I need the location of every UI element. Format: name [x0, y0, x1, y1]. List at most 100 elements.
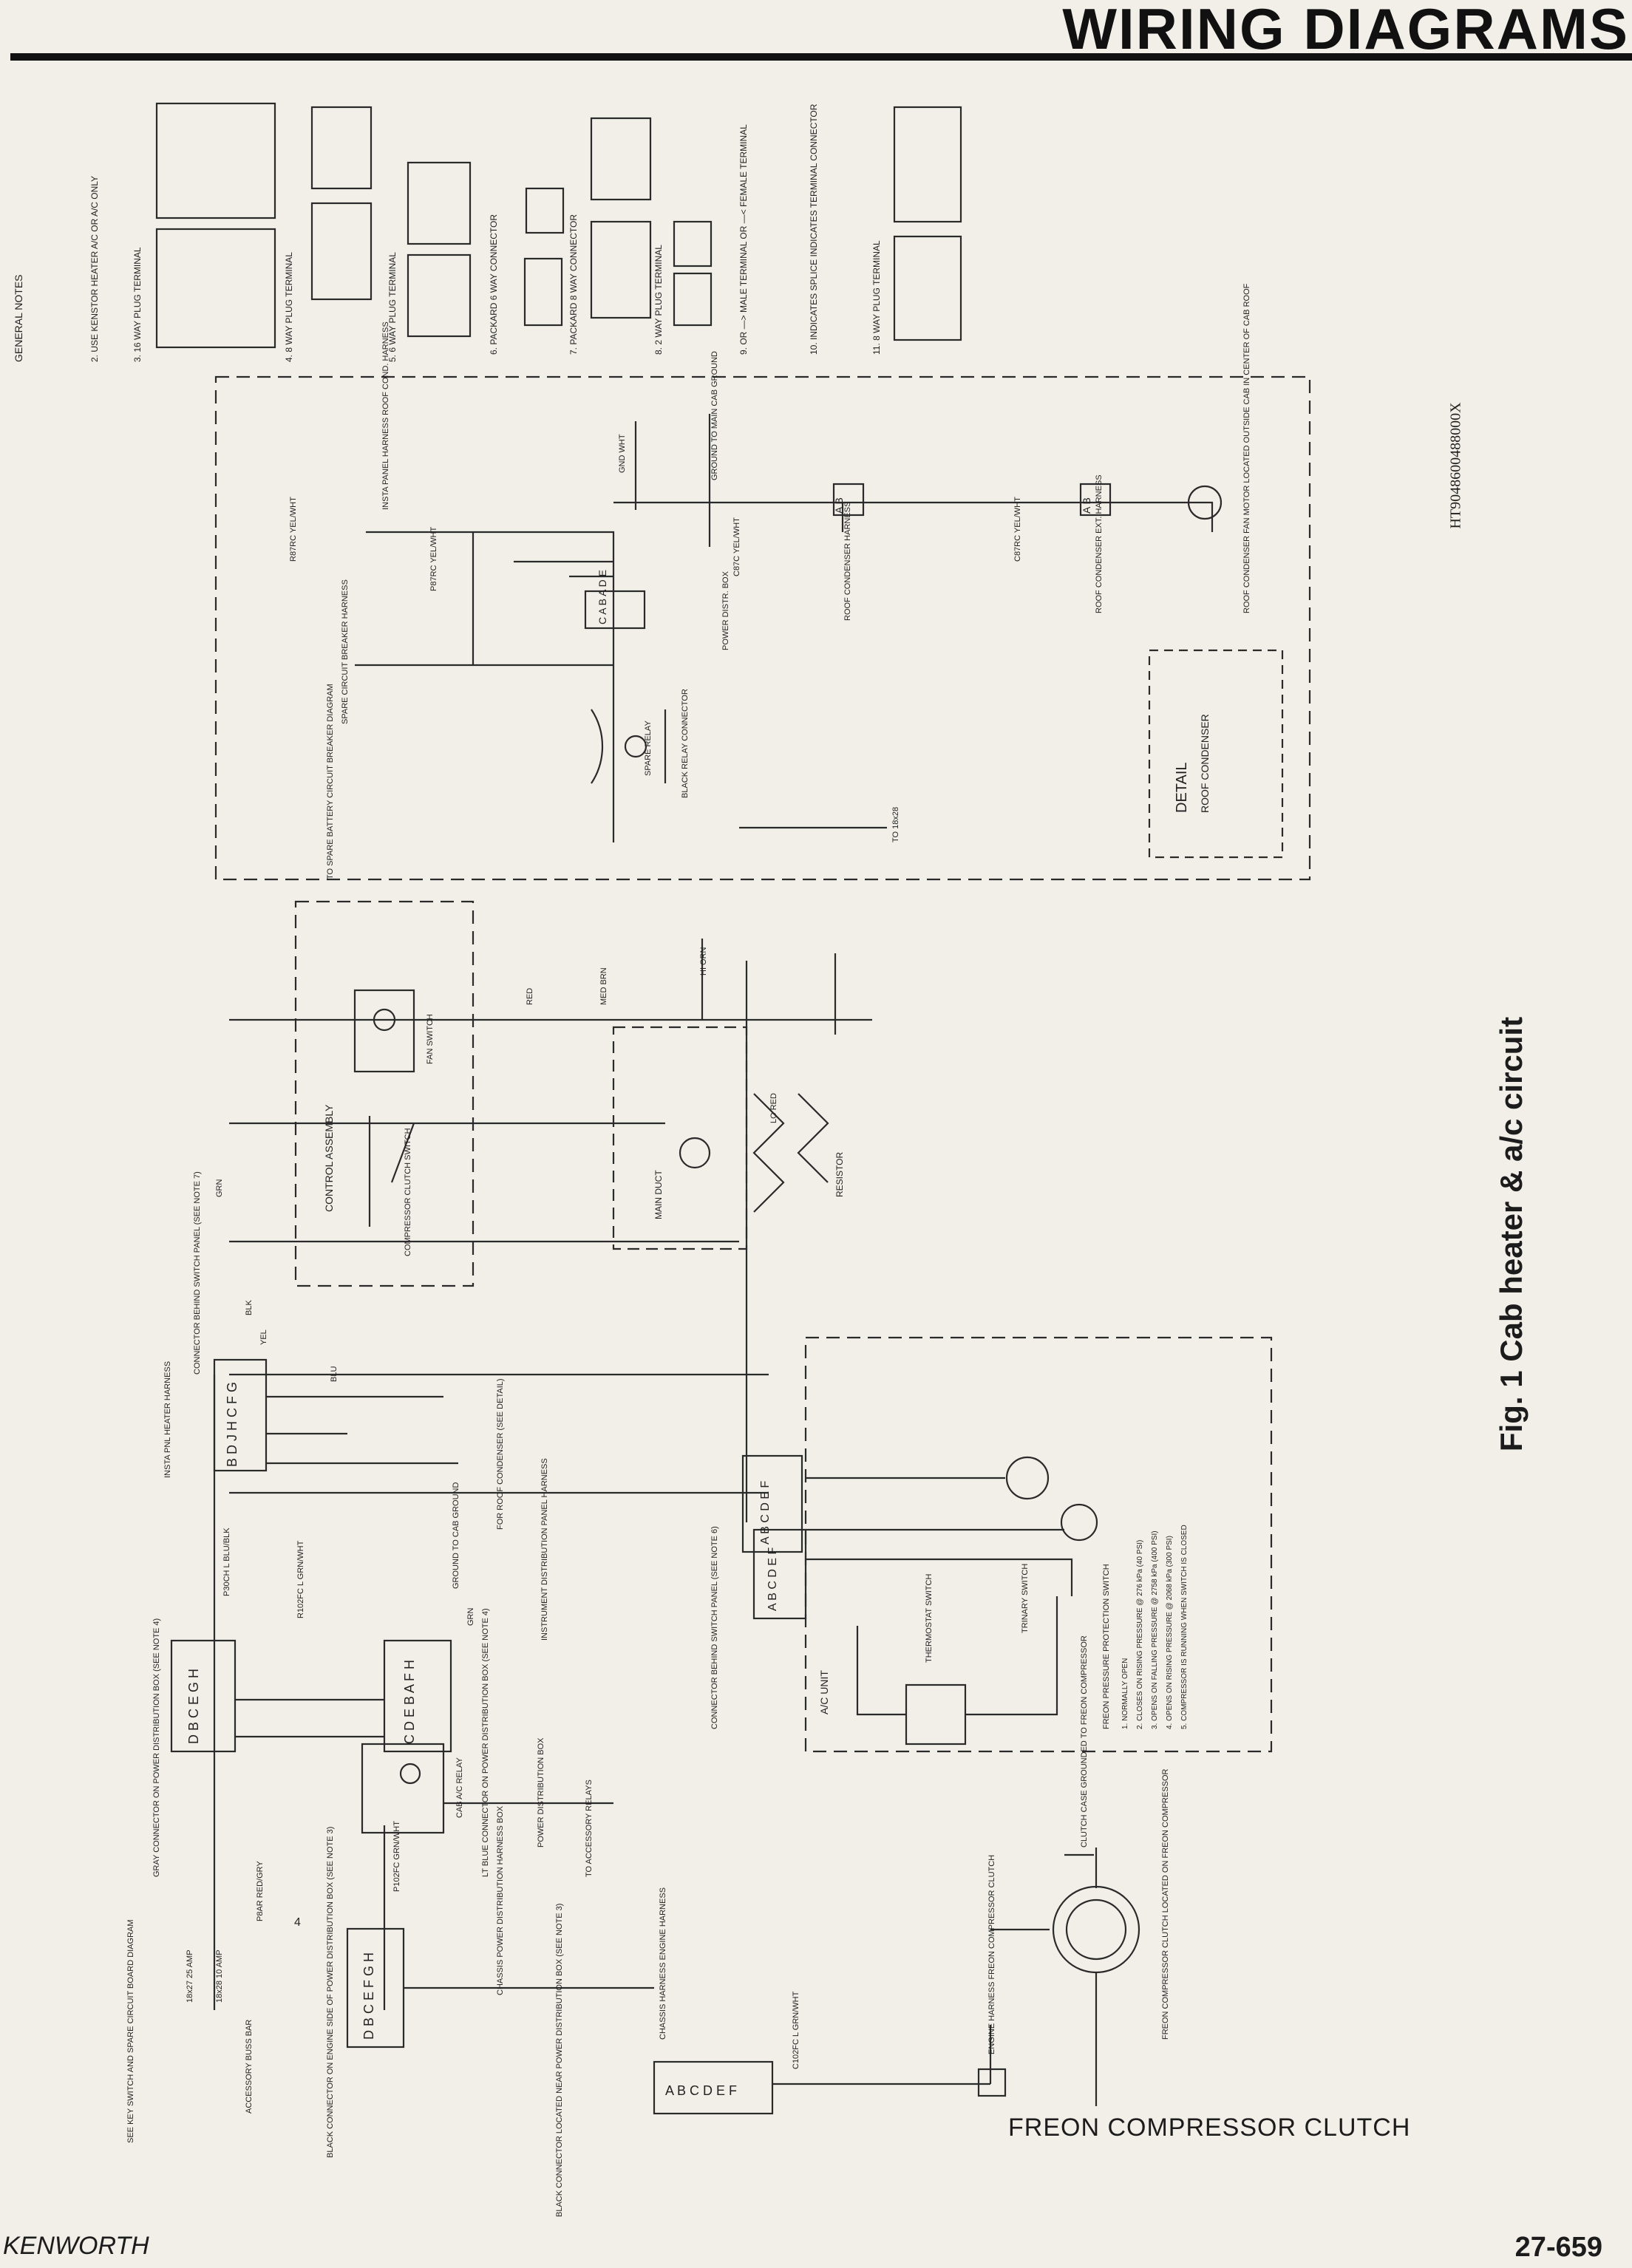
- note-item-8: 8. 2 WAY PLUG TERMINAL: [653, 245, 664, 355]
- blue-connector-label: LT BLUE CONNECTOR ON POWER DISTRIBUTION …: [481, 1608, 490, 1877]
- footer-page-number: 27-659: [1514, 2232, 1602, 2263]
- cab-ac-relay-label: CAB A/C RELAY: [455, 1757, 464, 1818]
- splice-marker-4: 4: [294, 1916, 301, 1929]
- wire-p30ch: P30CH L BLU/BLK: [222, 1528, 231, 1596]
- gray-connector-label: GRAY CONNECTOR ON POWER DISTRIBUTION BOX…: [152, 1618, 161, 1877]
- for-roof-label: FOR ROOF CONDENSER (SEE DETAIL): [496, 1378, 505, 1530]
- ac-unit-label: A/C UNIT: [818, 1670, 830, 1714]
- wire-color-grn: GRN: [215, 1179, 224, 1198]
- page-header-title: WIRING DIAGRAMS: [1047, 0, 1632, 58]
- note-item-5: 5. 6 WAY PLUG TERMINAL: [387, 252, 398, 362]
- terminal-box-6way: [407, 161, 472, 338]
- connector-behind-label: CONNECTOR BEHIND SWITCH PANEL (SEE NOTE …: [193, 1171, 202, 1375]
- wire-p8ar: P8AR RED/GRY: [256, 1861, 265, 1921]
- chassis-power-label: CHASSIS POWER DISTRIBUTION HARNESS BOX: [496, 1805, 505, 1995]
- ac-unit-frame: [804, 1336, 1273, 1753]
- wire-color-med-brn: MED BRN: [599, 967, 608, 1005]
- wire-color-blu: BLU: [330, 1366, 339, 1382]
- header-rule: [10, 53, 1632, 61]
- roof-cond-harness-label: ROOF CONDENSER HARNESS: [843, 502, 852, 621]
- roof-motor-label: ROOF CONDENSER FAN MOTOR LOCATED OUTSIDE…: [1242, 283, 1251, 613]
- trinary-label: TRINARY SWITCH: [1021, 1564, 1030, 1633]
- clutch-case-label: CLUTCH CASE GROUNDED TO FREON COMPRESSOR: [1080, 1635, 1089, 1848]
- freon-pressure-label: FREON PRESSURE PROTECTION SWITCH: [1102, 1564, 1111, 1729]
- ground-main-label: GROUND TO MAIN CAB GROUND: [710, 351, 719, 480]
- spare-circuit-label: SPARE CIRCUIT BREAKER HARNESS: [341, 579, 350, 724]
- terminal-box-16way: [155, 102, 276, 349]
- control-assembly-frame: [294, 900, 475, 1287]
- note-item-4: 4. 8 WAY PLUG TERMINAL: [284, 252, 294, 362]
- detail-roof-condenser-frame: [214, 375, 1311, 881]
- resistor-label: RESISTOR: [834, 1152, 845, 1197]
- footer-brand: KENWORTH: [3, 2232, 149, 2260]
- instrument-harness-label: INSTRUMENT DISTRIBUTION PANEL HARNESS: [540, 1458, 549, 1641]
- accessory-bus-label: ACCESSORY BUSS BAR: [245, 2020, 254, 2114]
- pins-gray-block: D B C E G H: [186, 1669, 201, 1744]
- wire-r102fc: R102FC L GRN/WHT: [296, 1540, 305, 1618]
- pins-blue-block: C D E B A F H: [402, 1660, 417, 1744]
- ground-cab-label: GROUND TO CAB GROUND: [452, 1482, 460, 1589]
- figure-code: HT9048600488000X: [1447, 402, 1464, 529]
- detail-subtitle: ROOF CONDENSER: [1199, 714, 1211, 813]
- engine-harness-label: ENGINE HARNESS FREON COMPRESSOR CLUTCH: [987, 1855, 996, 2054]
- pins-cab-block: C A B A D E: [596, 570, 608, 624]
- note-item-9: 9. OR —> MALE TERMINAL OR —< FEMALE TERM…: [738, 124, 749, 355]
- power-distribution-label: POWER DISTRIBUTION BOX: [537, 1737, 545, 1848]
- terminal-box-8way-b: [893, 106, 962, 341]
- note-item-2: 2. USE KENSTOR HEATER A/C OR A/C ONLY: [89, 176, 100, 362]
- freon-note-4: 4. OPENS ON RISING PRESSURE @ 2068 kPa (…: [1166, 1536, 1174, 1729]
- key-switch-label: SEE KEY SWITCH AND SPARE CIRCUIT BOARD D…: [126, 1919, 135, 2143]
- main-duct-label: MAIN DUCT: [653, 1170, 664, 1219]
- power-distr-label: POWER DISTR. BOX: [721, 571, 730, 650]
- wire-c87c: C87C YEL/WHT: [732, 517, 741, 576]
- wire-c87rc: C87RC YEL/WHT: [1013, 497, 1022, 562]
- chassis-harness-label: CHASSIS HARNESS ENGINE HARNESS: [659, 1887, 667, 2040]
- heater-harness-label: INSTA PNL HEATER HARNESS: [163, 1361, 172, 1478]
- main-duct-frame: [612, 1026, 748, 1250]
- freon-note-2: 2. CLOSES ON RISING PRESSURE @ 276 kPa (…: [1136, 1540, 1144, 1729]
- wire-c102fc: C102FC L GRN/WHT: [792, 1991, 800, 2069]
- freon-clutch-location-label: FREON COMPRESSOR CLUTCH LOCATED ON FREON…: [1161, 1768, 1170, 2040]
- black-connector-1-label: BLACK CONNECTOR ON ENGINE SIDE OF POWER …: [326, 1827, 335, 2158]
- wire-color-blk: BLK: [245, 1300, 254, 1315]
- black-connector-2-label: BLACK CONNECTOR LOCATED NEAR POWER DISTR…: [555, 1904, 564, 2217]
- pins-engine-block: A B C D E F: [665, 2083, 737, 2098]
- pins-heater-block: B D J H C F G: [225, 1382, 239, 1467]
- pins-condenser-b: A B: [1081, 497, 1092, 514]
- pins-ac-block-upper: A B C D E F: [759, 1481, 772, 1545]
- wire-color-lo-red: LO RED: [769, 1093, 778, 1123]
- note-item-3: 3. 16 WAY PLUG TERMINAL: [132, 247, 143, 362]
- packard-6way-connector: [523, 187, 565, 327]
- wire-p102fc: P102FC GRN/WHT: [392, 1821, 401, 1892]
- wire-color-yel: YEL: [259, 1329, 268, 1345]
- freon-note-5: 5. COMPRESSOR IS RUNNING WHEN SWITCH IS …: [1180, 1525, 1189, 1729]
- note-item-6: 6. PACKARD 6 WAY CONNECTOR: [489, 214, 499, 355]
- control-assembly-label: CONTROL ASSEMBLY: [323, 1104, 335, 1212]
- pins-condenser-a: A B: [833, 497, 845, 514]
- terminal-box-2way: [673, 220, 713, 327]
- wire-gnd: GND WHT: [618, 434, 627, 473]
- breaker-b-label: 18x28 10 AMP: [215, 1949, 224, 2003]
- to-accessory-label: TO ACCESSORY RELAYS: [585, 1780, 594, 1877]
- pins-ac-block-lower: A B C D E F: [766, 1547, 779, 1611]
- packard-8way-connector: [590, 117, 652, 319]
- spare-relay-label: SPARE RELAY: [644, 721, 653, 776]
- thermostat-label: THERMOSTAT SWITCH: [925, 1574, 934, 1663]
- notes-heading: GENERAL NOTES: [13, 274, 24, 362]
- terminal-box-8way: [310, 106, 373, 301]
- wire-color-red: RED: [526, 988, 534, 1005]
- freon-compressor-clutch-label: FREON COMPRESSOR CLUTCH: [1008, 2114, 1411, 2142]
- pins-chassis-block: D B C E F G H: [361, 1952, 376, 2040]
- note-item-7: 7. PACKARD 8 WAY CONNECTOR: [568, 214, 579, 355]
- wire-p87rc: P87RC YEL/WHT: [429, 527, 438, 591]
- black-relay-label: BLACK RELAY CONNECTOR: [681, 689, 690, 798]
- detail-title: DETAIL: [1174, 762, 1190, 813]
- fan-switch-label: FAN SWITCH: [426, 1014, 435, 1064]
- freon-note-1: 1. NORMALLY OPEN: [1121, 1658, 1129, 1729]
- roof-cond-ext-label: ROOF CONDENSER EXT. HARNESS: [1095, 474, 1104, 613]
- connector-behind-2-label: CONNECTOR BEHIND SWITCH PANEL (SEE NOTE …: [710, 1526, 719, 1729]
- note-item-10: 10. INDICATES SPLICE INDICATES TERMINAL …: [809, 103, 819, 355]
- to-18x28-label: TO 18x28: [891, 807, 900, 842]
- freon-note-3: 3. OPENS ON FALLING PRESSURE @ 2758 kPa …: [1151, 1530, 1159, 1729]
